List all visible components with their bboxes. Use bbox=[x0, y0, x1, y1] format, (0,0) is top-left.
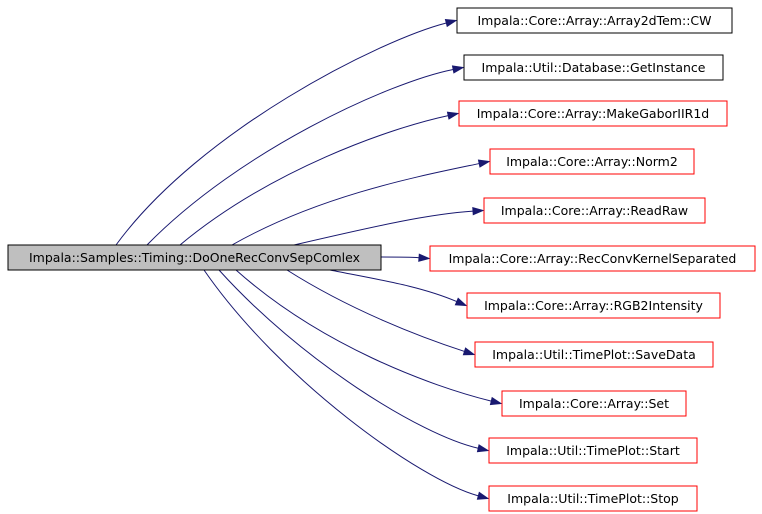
call-edge bbox=[329, 269, 457, 303]
target-node-box bbox=[474, 341, 714, 368]
target-node-box bbox=[488, 485, 698, 512]
target-node: Impala::Core::Array::Array2dTem::CW bbox=[456, 7, 733, 34]
target-node[interactable]: Impala::Core::Array::RGB2Intensity bbox=[466, 292, 721, 319]
source-node-label: Impala::Samples::Timing::DoOneRecConvSep… bbox=[29, 250, 360, 265]
call-edge bbox=[146, 68, 454, 246]
arrowhead-icon bbox=[477, 159, 491, 168]
arrowhead-icon bbox=[489, 396, 503, 406]
edges-layer bbox=[115, 19, 503, 500]
target-node[interactable]: Impala::Util::TimePlot::Start bbox=[488, 437, 698, 464]
target-node-label: Impala::Core::Array::RGB2Intensity bbox=[484, 298, 703, 313]
target-node[interactable]: Impala::Core::Array::Norm2 bbox=[489, 148, 695, 175]
target-node-label: Impala::Core::Array::RecConvKernelSepara… bbox=[449, 251, 737, 266]
target-node-box bbox=[501, 390, 687, 417]
target-node-box bbox=[466, 292, 721, 319]
target-node-label: Impala::Util::TimePlot::Start bbox=[506, 443, 680, 458]
target-node: Impala::Util::Database::GetInstance bbox=[463, 54, 724, 81]
target-node-label: Impala::Core::Array::Set bbox=[519, 396, 669, 411]
arrowhead-icon bbox=[472, 206, 485, 216]
call-edge bbox=[179, 115, 449, 246]
target-node-box bbox=[483, 197, 706, 224]
target-node-label: Impala::Core::Array::Array2dTem::CW bbox=[478, 13, 712, 28]
target-node[interactable]: Impala::Core::Array::MakeGaborIIR1d bbox=[458, 100, 728, 127]
arrowhead-icon bbox=[444, 19, 458, 28]
arrowhead-icon bbox=[446, 111, 460, 120]
source-node-box bbox=[7, 244, 382, 271]
call-edge bbox=[231, 163, 480, 246]
target-node-box bbox=[463, 54, 724, 81]
arrowhead-icon bbox=[418, 253, 431, 262]
target-node[interactable]: Impala::Util::TimePlot::Stop bbox=[488, 485, 698, 512]
arrowhead-icon bbox=[454, 297, 468, 307]
call-edge bbox=[235, 269, 492, 402]
target-node-label: Impala::Util::TimePlot::Stop bbox=[507, 491, 678, 506]
arrowhead-icon bbox=[476, 491, 490, 500]
call-edge bbox=[380, 256, 420, 259]
source-node[interactable]: Impala::Samples::Timing::DoOneRecConvSep… bbox=[7, 244, 382, 271]
target-node-label: Impala::Util::Database::GetInstance bbox=[482, 60, 706, 75]
call-edge bbox=[203, 269, 479, 497]
target-node[interactable]: Impala::Util::TimePlot::SaveData bbox=[474, 341, 714, 368]
arrowhead-icon bbox=[451, 65, 465, 74]
target-node-box bbox=[429, 245, 756, 272]
target-node-label: Impala::Core::Array::ReadRaw bbox=[501, 203, 688, 218]
target-node[interactable]: Impala::Core::Array::Set bbox=[501, 390, 687, 417]
call-edge bbox=[115, 22, 447, 246]
arrowhead-icon bbox=[462, 347, 476, 356]
call-edge bbox=[286, 269, 465, 352]
target-node[interactable]: Impala::Core::Array::RecConvKernelSepara… bbox=[429, 245, 756, 272]
target-node[interactable]: Impala::Core::Array::ReadRaw bbox=[483, 197, 706, 224]
target-node-box bbox=[488, 437, 698, 464]
call-edge bbox=[293, 210, 474, 246]
target-node-box bbox=[456, 7, 733, 34]
nodes-layer: Impala::Samples::Timing::DoOneRecConvSep… bbox=[7, 7, 756, 512]
target-node-label: Impala::Core::Array::Norm2 bbox=[506, 154, 678, 169]
call-edge bbox=[218, 269, 479, 449]
target-node-box bbox=[489, 148, 695, 175]
target-node-label: Impala::Util::TimePlot::SaveData bbox=[492, 347, 696, 362]
target-node-box bbox=[458, 100, 728, 127]
target-node-label: Impala::Core::Array::MakeGaborIIR1d bbox=[477, 106, 710, 121]
arrowhead-icon bbox=[476, 444, 490, 453]
